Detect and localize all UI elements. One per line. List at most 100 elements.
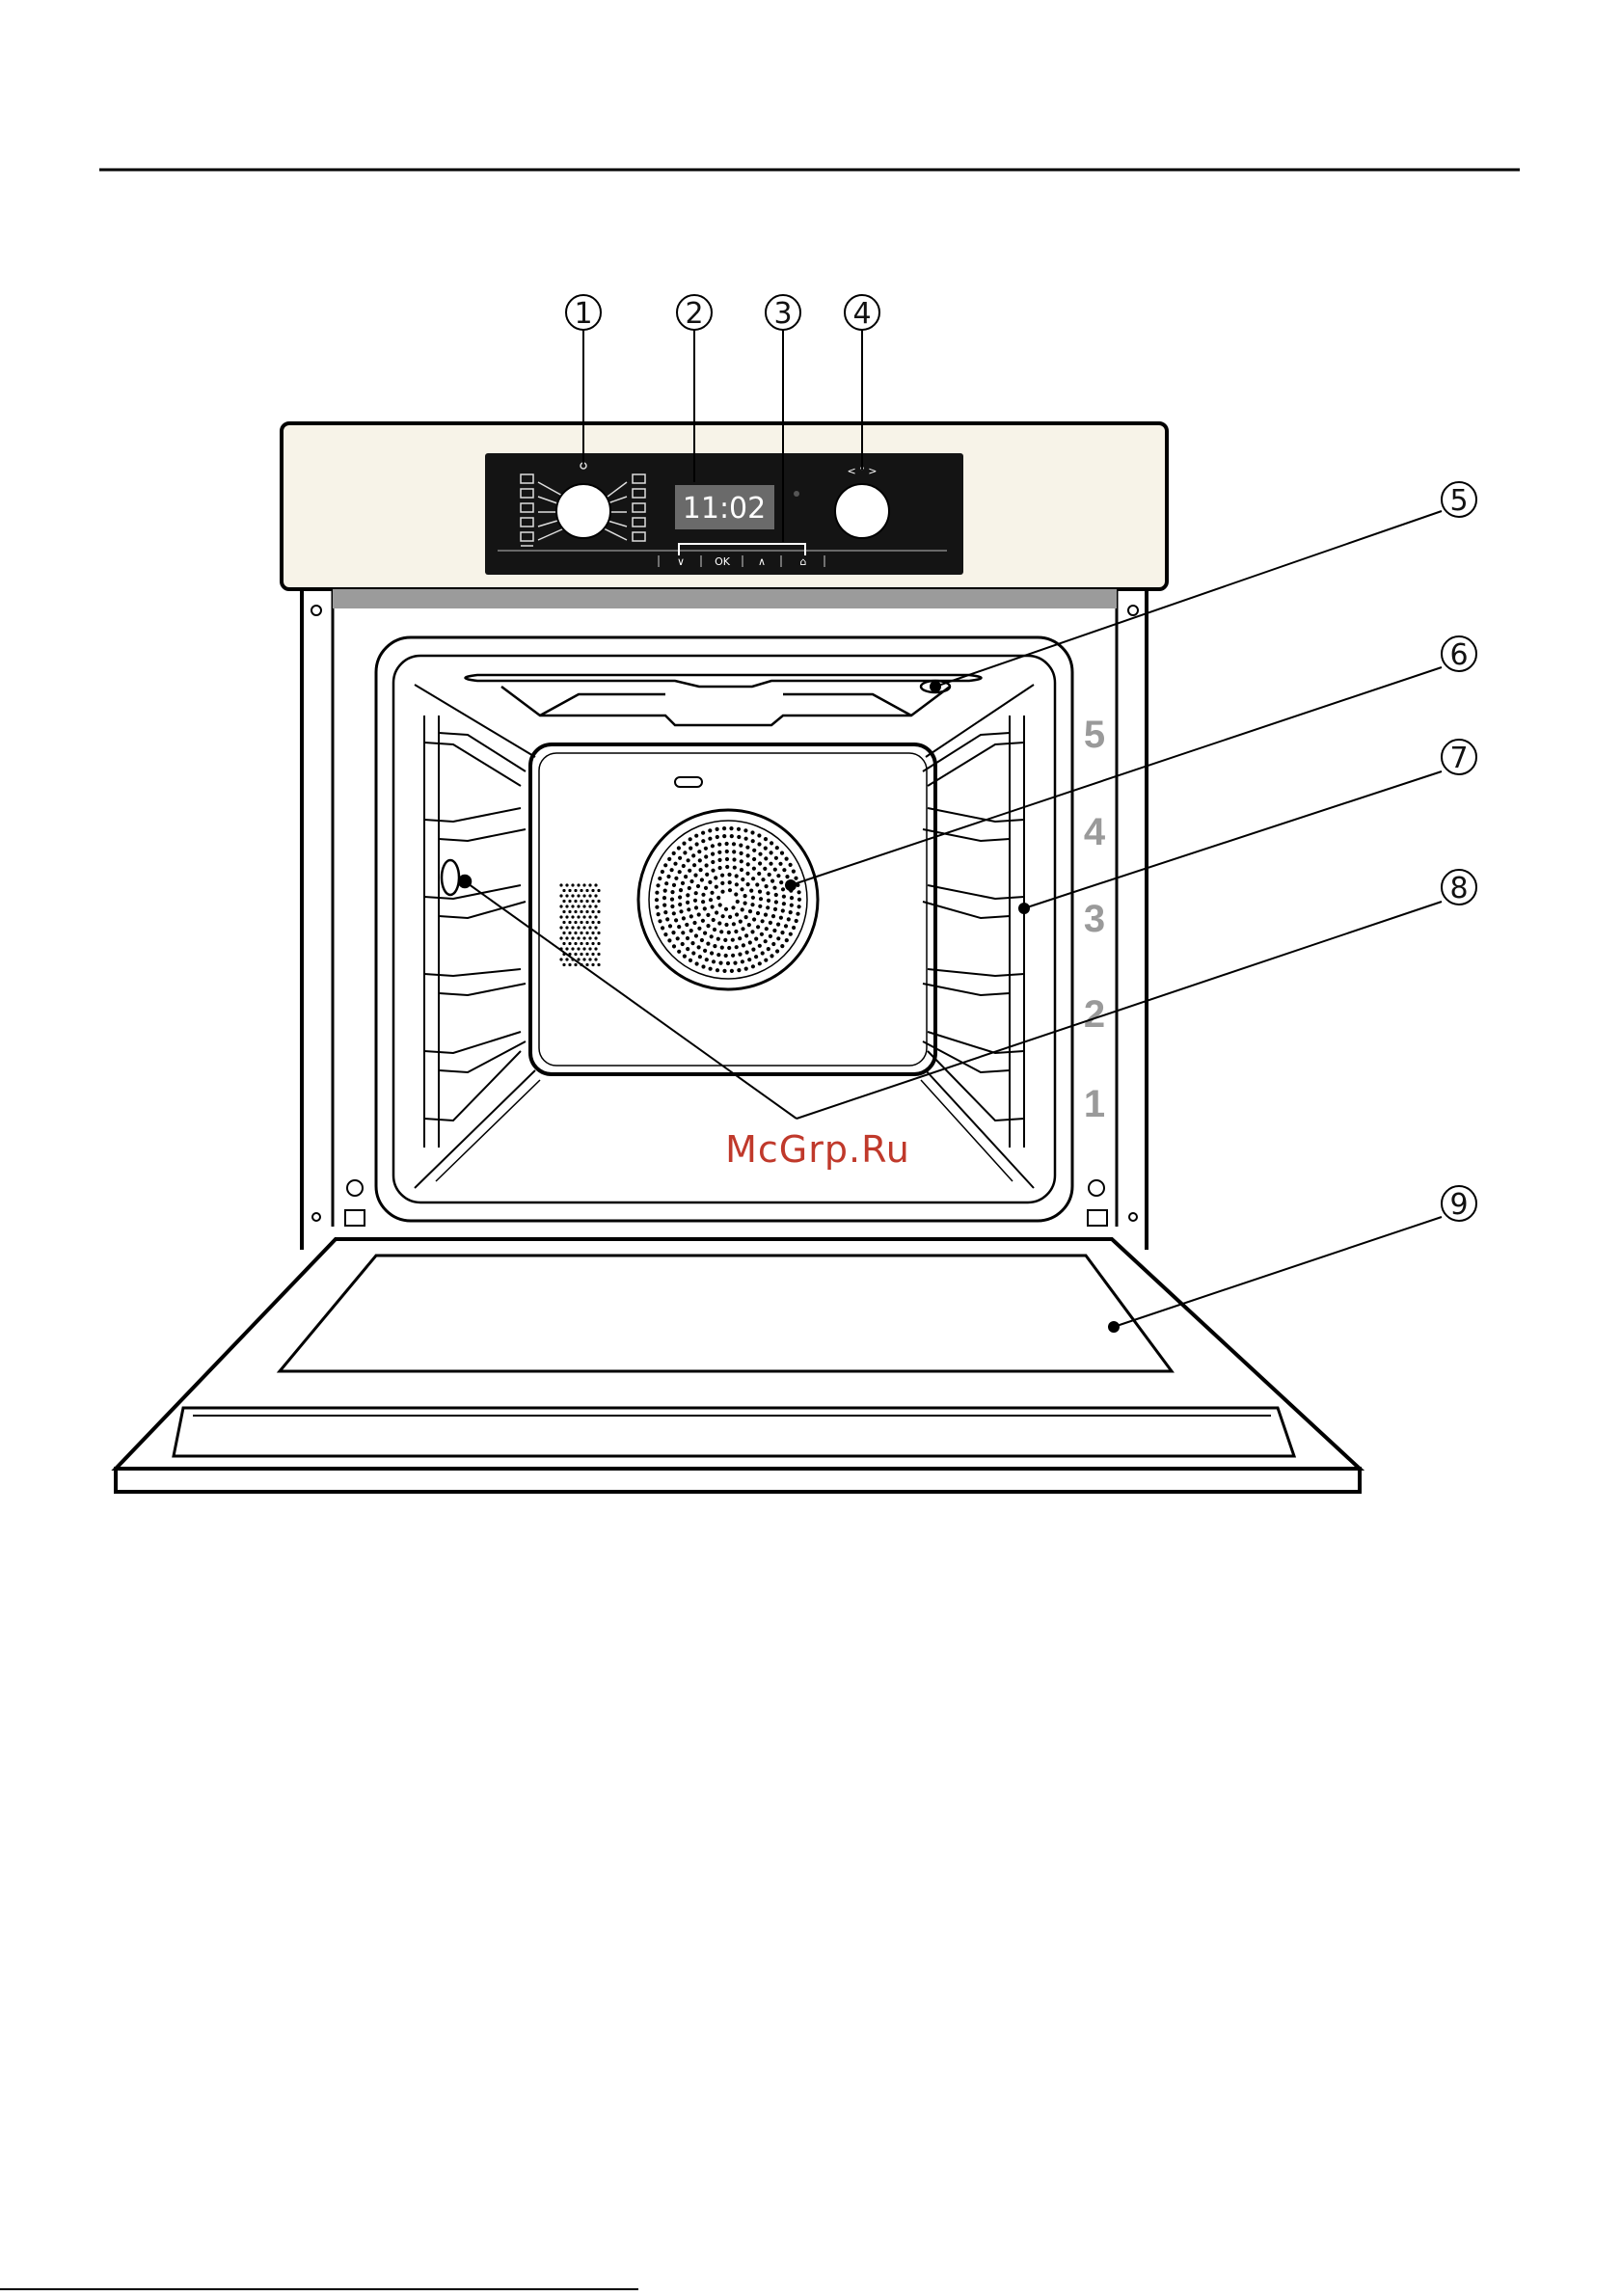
fan-hole: [782, 868, 786, 872]
fan-hole: [704, 886, 708, 890]
vent-hole: [574, 910, 577, 913]
vent-hole: [571, 926, 574, 929]
fan-hole: [678, 856, 682, 860]
fan-hole: [698, 955, 702, 959]
fan-hole: [737, 968, 741, 972]
fan-hole: [741, 959, 744, 963]
fan-hole: [727, 931, 731, 934]
fan-hole: [757, 842, 761, 846]
fan-hole: [663, 889, 667, 893]
vent-hole: [559, 894, 562, 897]
fan-hole: [781, 887, 785, 891]
fan-hole: [706, 942, 710, 946]
fan-hole: [748, 909, 752, 913]
fan-hole: [758, 961, 762, 965]
fan-hole: [772, 886, 776, 890]
svg-text:8: 8: [1449, 872, 1468, 905]
fan-hole: [750, 930, 754, 933]
fan-hole: [694, 933, 698, 937]
fan-hole: [710, 934, 714, 938]
vent-hole: [562, 932, 565, 934]
vent-hole: [577, 936, 580, 939]
vent-hole: [585, 953, 588, 956]
fan-hole: [708, 837, 712, 841]
button-up[interactable]: ∧: [758, 555, 766, 568]
button-down[interactable]: ∨: [677, 555, 685, 568]
vent-hole: [577, 894, 580, 897]
button-home[interactable]: ⌂: [800, 555, 807, 568]
vent-hole: [577, 905, 580, 907]
fan-hole: [733, 961, 737, 965]
vent-hole: [594, 905, 597, 907]
fan-hole: [678, 870, 682, 874]
fan-hole: [670, 898, 674, 902]
fan-hole: [741, 907, 744, 911]
fan-hole: [739, 844, 743, 848]
fan-hole: [789, 932, 793, 936]
fan-hole: [658, 877, 662, 880]
vent-hole: [565, 936, 568, 939]
fan-hole: [764, 959, 768, 962]
fan-hole: [710, 891, 714, 895]
fan-hole: [760, 932, 764, 936]
vent-hole: [582, 883, 585, 886]
shelf-level-1: 1: [1084, 1083, 1105, 1125]
vent-hole: [594, 936, 597, 939]
vent-hole: [562, 921, 565, 924]
vent-hole: [594, 926, 597, 929]
fan-hole: [740, 851, 743, 855]
fan-hole: [713, 944, 716, 948]
fan-hole: [761, 878, 765, 881]
fan-hole: [768, 873, 771, 877]
fan-hole: [718, 903, 722, 906]
fan-hole: [724, 907, 728, 911]
fan-hole: [755, 882, 759, 886]
function-selector-knob[interactable]: [556, 484, 610, 538]
fan-hole: [679, 909, 683, 913]
fan-hole: [746, 853, 750, 857]
temperature-selector-knob[interactable]: [835, 484, 889, 538]
fan-hole: [681, 881, 685, 885]
fan-hole: [758, 861, 762, 865]
vent-hole: [571, 905, 574, 907]
vent-hole: [568, 963, 571, 966]
vent-hole: [574, 900, 577, 903]
fan-hole: [733, 866, 737, 870]
fan-hole: [717, 843, 721, 847]
vent-hole: [591, 942, 594, 945]
fan-hole: [790, 904, 794, 907]
fan-hole: [701, 964, 705, 968]
fan-hole: [752, 849, 756, 852]
fan-hole: [717, 921, 721, 925]
oven-fascia: 11:02 < ° > ∨ OK ∧ ⌂: [282, 423, 1167, 589]
fan-hole: [774, 893, 778, 897]
fan-hole: [674, 918, 678, 922]
vent-hole: [580, 942, 582, 945]
fan-hole: [717, 858, 721, 862]
fan-hole: [727, 946, 731, 950]
fan-hole: [734, 892, 738, 896]
vent-hole: [591, 889, 594, 892]
callout-4: 4: [845, 295, 879, 331]
fan-hole: [757, 872, 761, 876]
button-ok[interactable]: OK: [715, 555, 731, 568]
fan-hole: [744, 837, 748, 841]
fan-hole: [697, 927, 701, 931]
fan-hole: [694, 834, 698, 838]
fan-hole: [725, 850, 729, 853]
vent-hole: [577, 926, 580, 929]
fan-hole: [747, 923, 751, 927]
fan-hole: [772, 929, 776, 932]
fan-hole: [711, 860, 715, 864]
fan-hole: [756, 925, 760, 929]
fan-hole: [790, 896, 794, 900]
fan-hole: [677, 846, 681, 850]
vent-hole: [568, 889, 571, 892]
vent-hole: [597, 953, 600, 956]
fan-hole: [705, 863, 709, 867]
fan-hole: [655, 905, 659, 909]
fan-hole: [697, 850, 701, 853]
vent-hole: [568, 900, 571, 903]
vent-hole: [574, 921, 577, 924]
